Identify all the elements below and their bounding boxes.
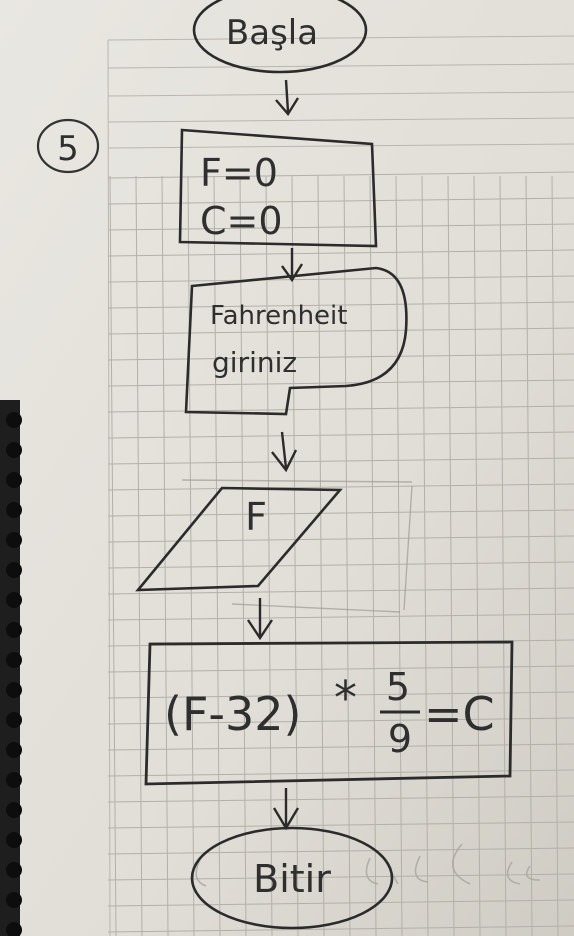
- end-terminal: [190, 826, 394, 930]
- init-process-box: [178, 128, 378, 248]
- formula-right: =C: [424, 687, 495, 741]
- input-parallelogram: [135, 486, 343, 592]
- start-label: Başla: [226, 13, 318, 53]
- input-var: F: [245, 495, 267, 539]
- arrow-display-to-input: [271, 431, 298, 473]
- display-line2: giriniz: [212, 346, 297, 379]
- init-c-text: C=0: [200, 199, 283, 243]
- start-terminal: [192, 0, 368, 74]
- formula-process-box: [144, 640, 514, 786]
- top-rules: [107, 35, 574, 936]
- step-number: 5: [57, 129, 79, 169]
- end-label: Bitir: [253, 857, 331, 901]
- init-f-text: F=0: [200, 151, 278, 195]
- arrow-input-to-formula: [247, 598, 273, 641]
- spiral-binding: [0, 400, 22, 936]
- grid-lines: [107, 171, 574, 936]
- formula-numerator: 5: [386, 665, 410, 709]
- display-box: [184, 266, 408, 416]
- display-line1: Fahrenheit: [210, 301, 347, 331]
- arrow-init-to-display: [281, 248, 304, 283]
- formula-times: *: [334, 671, 357, 725]
- formula-denominator: 9: [388, 717, 412, 761]
- arrow-start-to-init: [275, 79, 300, 117]
- formula-left: (F-32): [164, 687, 301, 741]
- step-number-circle: [36, 118, 100, 174]
